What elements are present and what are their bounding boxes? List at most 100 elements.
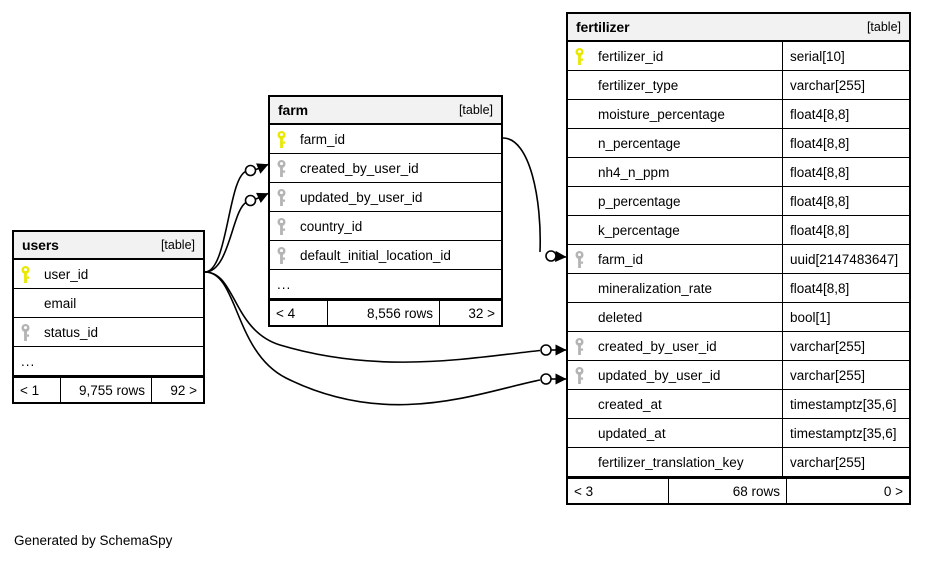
column-name: status_id [44,324,99,340]
column-name: updated_by_user_id [300,189,423,205]
more-columns-indicator: ... [21,353,36,369]
table-row[interactable]: email [14,289,203,318]
column-name: user_id [44,266,89,282]
table-fertilizer-footer: < 3 68 rows 0 > [568,477,909,503]
column-type: float4[8,8] [782,274,909,302]
column-type: bool[1] [782,303,909,331]
foreign-key-icon [270,154,292,182]
table-row[interactable]: nh4_n_ppm float4[8,8] [568,158,909,187]
table-users-name: users [22,237,59,253]
row-count: 68 rows [668,479,786,503]
edge-farm-fertilizer-farm-id [502,137,567,263]
table-users-footer: < 1 9,755 rows 92 > [14,376,203,402]
table-farm[interactable]: farm [table] farm_id [268,95,503,327]
column-type: varchar[255] [782,332,909,360]
table-fertilizer-name: fertilizer [576,19,630,35]
child-relations-count[interactable]: 0 > [786,479,909,503]
column-name: fertilizer_translation_key [598,454,744,470]
table-row[interactable]: moisture_percentage float4[8,8] [568,100,909,129]
primary-key-icon [568,42,590,70]
column-name: country_id [300,218,363,234]
column-name: mineralization_rate [598,280,713,296]
column-name: updated_by_user_id [598,367,721,383]
foreign-key-icon [568,245,590,273]
generator-credit: Generated by SchemaSpy [14,533,173,548]
table-fertilizer[interactable]: fertilizer [table] fertilizer_id serial[… [566,12,911,505]
column-name: created_by_user_id [300,160,419,176]
table-row[interactable]: country_id [270,212,501,241]
no-key-spacer [568,390,590,418]
table-row[interactable]: fertilizer_id serial[10] [568,42,909,71]
parent-relations-count[interactable]: < 3 [574,483,594,499]
column-type: timestamptz[35,6] [782,419,909,447]
primary-key-icon [270,125,292,153]
foreign-key-icon [568,332,590,360]
no-key-spacer [568,448,590,476]
table-row[interactable]: mineralization_rate float4[8,8] [568,274,909,303]
column-name: created_at [598,396,662,412]
table-row[interactable]: status_id [14,318,203,347]
foreign-key-icon [568,361,590,389]
edge-users-farm-created-by [204,163,269,273]
row-count: 8,556 rows [327,301,439,325]
column-name: fertilizer_type [598,77,679,93]
table-fertilizer-tag: [table] [866,20,901,34]
column-name: farm_id [300,131,346,147]
more-columns-indicator: ... [277,276,292,292]
parent-relations-count[interactable]: < 4 [276,305,296,321]
no-key-spacer [568,216,590,244]
column-type: serial[10] [782,42,909,70]
column-name: fertilizer_id [598,48,664,64]
table-row[interactable]: n_percentage float4[8,8] [568,129,909,158]
column-type: float4[8,8] [782,216,909,244]
primary-key-icon [14,260,36,288]
column-name: moisture_percentage [598,106,725,122]
column-name: n_percentage [598,135,681,151]
child-relations-count[interactable]: 32 > [439,301,501,325]
table-row[interactable]: user_id [14,260,203,289]
table-row[interactable]: fertilizer_type varchar[255] [568,71,909,100]
table-users-tag: [table] [160,238,195,252]
table-row[interactable]: farm_id [270,125,501,154]
table-farm-footer: < 4 8,556 rows 32 > [270,299,501,325]
table-row[interactable]: deleted bool[1] [568,303,909,332]
table-row[interactable]: k_percentage float4[8,8] [568,216,909,245]
table-row-ellipsis: ... [270,270,501,299]
column-type: float4[8,8] [782,100,909,128]
row-count: 9,755 rows [60,378,151,402]
table-row[interactable]: p_percentage float4[8,8] [568,187,909,216]
table-farm-name: farm [278,102,308,118]
no-key-spacer [568,100,590,128]
table-row[interactable]: updated_by_user_id [270,183,501,212]
column-type: float4[8,8] [782,129,909,157]
table-row[interactable]: updated_at timestamptz[35,6] [568,419,909,448]
parent-relations-count[interactable]: < 1 [20,382,40,398]
table-row[interactable]: farm_id uuid[2147483647] [568,245,909,274]
foreign-key-icon [270,183,292,211]
table-users[interactable]: users [table] user_id email [12,230,205,404]
table-row[interactable]: fertilizer_translation_key varchar[255] [568,448,909,477]
column-name: deleted [598,309,643,325]
no-key-spacer [568,303,590,331]
table-fertilizer-header: fertilizer [table] [568,14,909,42]
column-name: k_percentage [598,222,680,238]
column-type: float4[8,8] [782,158,909,186]
edge-users-farm-updated-by [204,192,269,273]
column-type: varchar[255] [782,361,909,389]
table-row[interactable]: created_at timestamptz[35,6] [568,390,909,419]
column-name: email [44,295,77,311]
no-key-spacer [568,419,590,447]
column-type: varchar[255] [782,448,909,476]
foreign-key-icon [14,318,36,346]
table-users-header: users [table] [14,232,203,260]
table-row[interactable]: updated_by_user_id varchar[255] [568,361,909,390]
child-relations-count[interactable]: 92 > [151,378,203,402]
no-key-spacer [568,71,590,99]
table-row[interactable]: created_by_user_id varchar[255] [568,332,909,361]
no-key-spacer [568,158,590,186]
table-row[interactable]: created_by_user_id [270,154,501,183]
column-name: default_initial_location_id [300,247,451,263]
column-type: varchar[255] [782,71,909,99]
table-row[interactable]: default_initial_location_id [270,241,501,270]
